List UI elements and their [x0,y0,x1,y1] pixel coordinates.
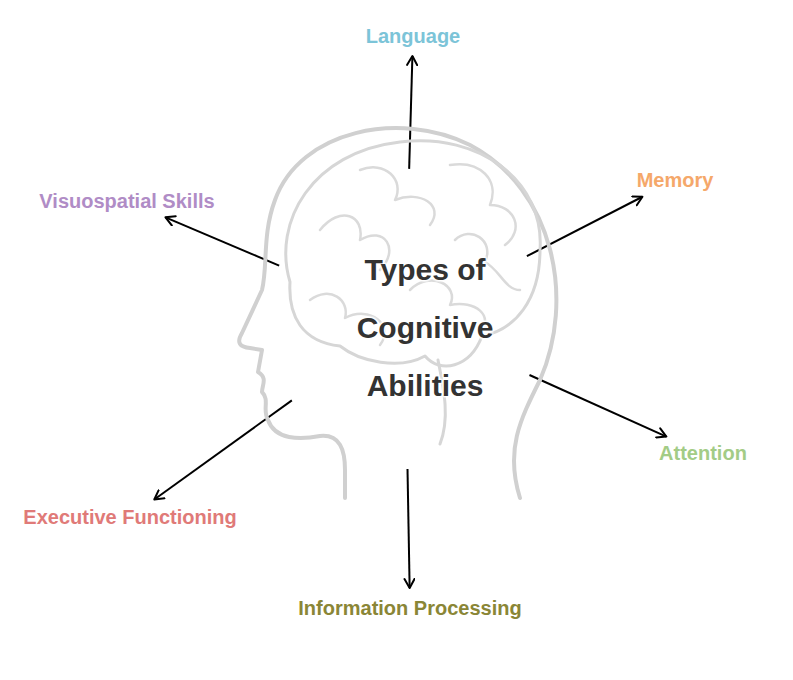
center-title: Types of Cognitive Abilities [330,241,520,415]
arrow-connector [408,469,410,588]
arrow-connector [409,56,412,169]
ability-label: Attention [655,439,751,467]
ability-label: Memory [633,166,718,194]
arrow-connector [529,375,666,437]
ability-name: Attention [655,439,751,467]
brain-fold [450,164,516,245]
arrow-connector [165,217,279,265]
head-profile [239,128,556,498]
ability-label: Visuospatial Skills [35,187,218,215]
head-outline: Types of Cognitive Abilities [240,115,560,505]
ability-label: Executive Functioning [19,503,240,531]
ability-name: Executive Functioning [19,503,240,531]
ability-name: Visuospatial Skills [35,187,218,215]
arrow-connector [154,400,292,499]
ability-name: Memory [633,166,718,194]
brain-fold [360,167,435,225]
ability-label: Language [362,22,464,50]
ability-name: Information Processing [294,594,525,622]
head-illustration [240,115,560,505]
ability-name: Language [362,22,464,50]
ability-label: Information Processing [294,594,525,622]
